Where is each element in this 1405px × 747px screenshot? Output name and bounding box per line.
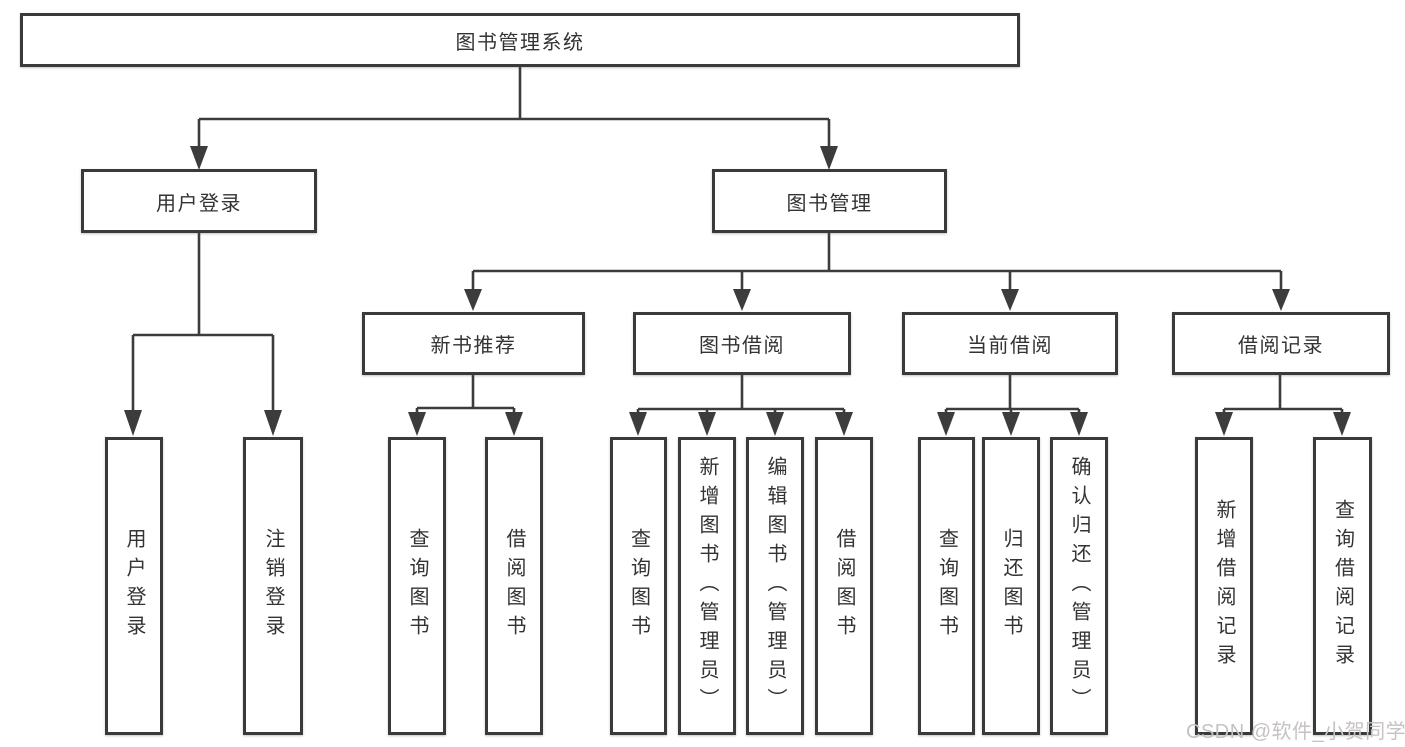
leaf-borrowing-add-admin: 新增图书（管理员） xyxy=(678,437,736,735)
node-borrowing-records: 借阅记录 xyxy=(1172,312,1390,375)
leaf-user-login: 用户登录 xyxy=(105,437,163,735)
leaf-record-add-label: 新增借阅记录 xyxy=(1213,499,1235,673)
leaf-current-query: 查询图书 xyxy=(918,437,975,735)
leaf-current-confirm-admin: 确认归还（管理员） xyxy=(1050,437,1108,735)
node-new-book-rec-label: 新书推荐 xyxy=(430,335,517,357)
leaf-borrowing-edit-admin: 编辑图书（管理员） xyxy=(746,437,804,735)
arrow-down-icon xyxy=(124,410,142,436)
edge-root-to-level2 xyxy=(197,67,831,148)
arrow-down-icon xyxy=(733,289,751,311)
leaf-logout-label: 注销登录 xyxy=(262,528,284,644)
arrow-down-icon xyxy=(505,412,523,436)
leaf-record-query: 查询借阅记录 xyxy=(1313,437,1372,735)
watermark: CSDN @软件_小贺同学 xyxy=(1186,721,1405,743)
node-user-login: 用户登录 xyxy=(81,169,317,233)
arrow-down-icon xyxy=(766,412,784,436)
leaf-logout: 注销登录 xyxy=(243,437,303,735)
leaf-current-confirm-admin-label: 确认归还（管理员） xyxy=(1068,455,1090,717)
edge-records-to-leaves xyxy=(1222,375,1344,414)
node-root-label: 图书管理系统 xyxy=(455,31,585,54)
arrow-down-icon xyxy=(698,412,716,436)
arrow-down-icon xyxy=(629,412,647,436)
node-root: 图书管理系统 xyxy=(20,13,1020,67)
leaf-newbook-borrow: 借阅图书 xyxy=(485,437,543,735)
arrow-down-icon xyxy=(1272,289,1290,311)
leaf-borrowing-edit-admin-label: 编辑图书（管理员） xyxy=(764,455,786,717)
arrow-down-icon xyxy=(835,412,853,436)
arrow-down-icon xyxy=(937,412,955,436)
leaf-current-return-label: 归还图书 xyxy=(1000,528,1022,644)
leaf-current-return: 归还图书 xyxy=(982,437,1040,735)
leaf-borrowing-borrow-label: 借阅图书 xyxy=(833,528,855,644)
arrow-down-icon xyxy=(1070,412,1088,436)
arrow-down-icon xyxy=(264,410,282,436)
leaf-newbook-borrow-label: 借阅图书 xyxy=(503,528,525,644)
arrow-down-icon xyxy=(1001,289,1019,311)
leaf-borrowing-query: 查询图书 xyxy=(610,437,667,735)
edge-current-to-leaves xyxy=(944,375,1081,414)
leaf-user-login-label: 用户登录 xyxy=(123,528,145,644)
leaf-record-query-label: 查询借阅记录 xyxy=(1331,499,1354,673)
node-borrowing-records-label: 借阅记录 xyxy=(1238,335,1324,357)
arrow-down-icon xyxy=(1333,412,1351,436)
node-current-borrowing-label: 当前借阅 xyxy=(967,335,1053,357)
leaf-borrowing-borrow: 借阅图书 xyxy=(815,437,873,735)
leaf-borrowing-query-label: 查询图书 xyxy=(627,528,650,644)
leaf-current-query-label: 查询图书 xyxy=(935,528,958,644)
node-book-mgmt-label: 图书管理 xyxy=(786,192,873,215)
arrow-down-icon xyxy=(464,289,482,311)
arrow-down-icon xyxy=(408,412,426,436)
node-new-book-rec: 新书推荐 xyxy=(362,312,585,375)
arrow-down-icon xyxy=(820,146,838,170)
arrow-down-icon xyxy=(1215,412,1233,436)
arrow-down-icon xyxy=(190,146,208,170)
leaf-record-add: 新增借阅记录 xyxy=(1195,437,1253,735)
leaf-borrowing-add-admin-label: 新增图书（管理员） xyxy=(696,455,718,717)
leaf-newbook-query-label: 查询图书 xyxy=(406,528,428,644)
node-book-borrowing-label: 图书借阅 xyxy=(699,335,785,357)
node-book-mgmt: 图书管理 xyxy=(712,169,947,233)
edge-newbook-to-leaves xyxy=(415,375,516,414)
node-user-login-label: 用户登录 xyxy=(156,192,242,215)
edge-borrowing-to-leaves xyxy=(636,375,846,414)
node-book-borrowing: 图书借阅 xyxy=(633,312,851,375)
edge-userlogin-to-leaves xyxy=(131,233,275,412)
arrow-down-icon xyxy=(1002,412,1020,436)
leaf-newbook-query: 查询图书 xyxy=(388,437,446,735)
node-current-borrowing: 当前借阅 xyxy=(902,312,1118,375)
edge-bookmgmt-to-level3 xyxy=(471,233,1283,290)
